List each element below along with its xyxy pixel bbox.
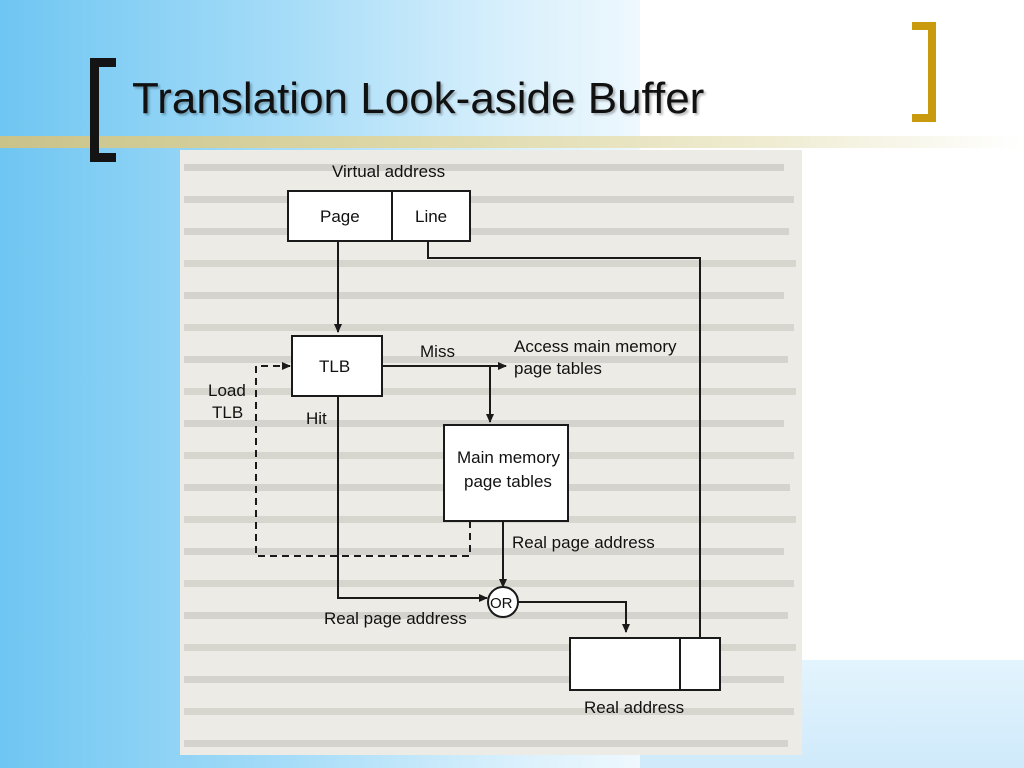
real-page-address-lower-label: Real page address <box>324 609 467 628</box>
or-label: OR <box>490 595 513 612</box>
tlb-box-label: TLB <box>319 357 350 376</box>
main-memory-label-2: page tables <box>464 472 552 491</box>
virtual-address-box <box>287 190 471 242</box>
access-main-memory-label-2: page tables <box>514 359 602 378</box>
right-bracket-decoration <box>912 22 936 122</box>
line-field-label: Line <box>415 207 447 226</box>
load-tlb-dashed-arrow <box>255 362 471 557</box>
page-field-label: Page <box>320 207 360 226</box>
left-bracket-decoration <box>90 58 116 162</box>
real-address-box <box>569 637 721 691</box>
load-tlb-label-2: TLB <box>212 403 243 422</box>
access-main-memory-label-1: Access main memory <box>514 337 677 356</box>
virtual-address-label: Virtual address <box>332 162 445 181</box>
hit-label: Hit <box>306 409 327 428</box>
slide-title: Translation Look-aside Buffer <box>132 74 705 123</box>
title-underline-rule <box>0 136 1024 148</box>
line-to-real-address-arrow <box>427 241 704 686</box>
tlb-diagram-figure: Virtual address Page Line TLB Miss Acces… <box>180 150 802 755</box>
tlb-diagram-svg: Virtual address Page Line TLB Miss Acces… <box>184 162 796 747</box>
miss-label: Miss <box>420 342 455 361</box>
or-to-real-address-arrow <box>518 601 630 633</box>
real-address-label: Real address <box>584 698 684 717</box>
tlb-hit-to-or-arrow <box>337 396 488 602</box>
load-tlb-label-1: Load <box>208 381 246 400</box>
main-memory-page-tables-box <box>443 424 569 522</box>
real-page-address-upper-label: Real page address <box>512 533 655 552</box>
main-memory-label-1: Main memory <box>457 448 560 467</box>
